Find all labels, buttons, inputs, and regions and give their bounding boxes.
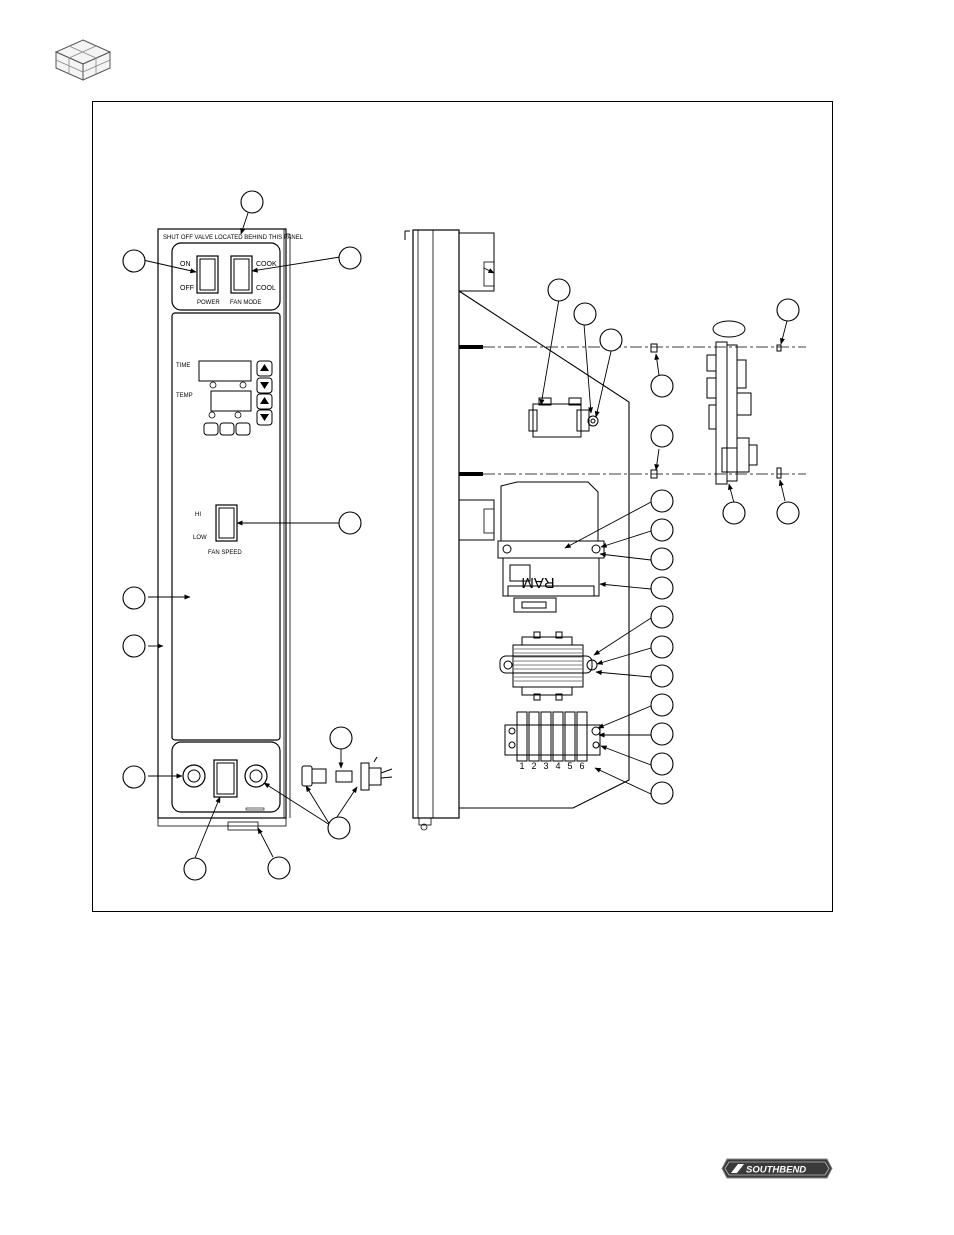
terminal-number-4: 4 bbox=[555, 761, 560, 771]
terminal-number-1: 1 bbox=[519, 761, 524, 771]
callout-bubble bbox=[122, 765, 146, 789]
terminal-number-5: 5 bbox=[567, 761, 572, 771]
callout-bubble bbox=[329, 726, 353, 750]
panel-key-arrows bbox=[260, 364, 269, 421]
callout-bubble bbox=[650, 576, 674, 600]
panel-top-notice: SHUT OFF VALVE LOCATED BEHIND THIS PANEL bbox=[163, 235, 304, 241]
terminal-numbers: 1 2 3 4 5 6 bbox=[519, 761, 584, 771]
callout-bubble bbox=[722, 501, 746, 525]
center-lines bbox=[483, 346, 806, 475]
southbend-brand-logo: SOUTHBEND bbox=[721, 1158, 833, 1179]
ram-label: RAM bbox=[521, 574, 554, 591]
leader-arrows bbox=[142, 212, 788, 859]
terminal-block bbox=[504, 711, 601, 762]
brand-text: SOUTHBEND bbox=[746, 1165, 806, 1176]
callout-bubble bbox=[776, 298, 800, 322]
callout-bubble bbox=[122, 586, 146, 610]
fan-speed-label: FAN SPEED bbox=[208, 550, 242, 556]
transformer bbox=[499, 631, 598, 701]
callout-bubble bbox=[650, 722, 674, 746]
relay-component bbox=[528, 397, 599, 438]
fuse-holder-exploded bbox=[301, 756, 393, 791]
callout-bubble bbox=[122, 249, 146, 273]
callout-bubble bbox=[650, 605, 674, 629]
power-label: POWER bbox=[197, 300, 220, 306]
fan-mode-label: FAN MODE bbox=[230, 300, 261, 306]
power-off-label: OFF bbox=[180, 285, 194, 292]
fan-low-label: LOW bbox=[193, 535, 207, 541]
callout-bubble bbox=[650, 374, 674, 398]
control-board-side bbox=[706, 320, 758, 485]
callout-bubble bbox=[650, 664, 674, 688]
callout-bubble bbox=[547, 278, 571, 302]
callout-bubble bbox=[650, 752, 674, 776]
callout-bubble bbox=[776, 501, 800, 525]
callout-bubble bbox=[338, 511, 362, 535]
terminal-number-6: 6 bbox=[579, 761, 584, 771]
callout-bubble bbox=[267, 856, 291, 880]
header-cube-logo bbox=[54, 39, 112, 81]
callout-bubble bbox=[650, 424, 674, 448]
cool-label: COOL bbox=[256, 285, 276, 292]
callout-bubble bbox=[573, 302, 597, 326]
callout-bubble bbox=[122, 634, 146, 658]
callout-bubble bbox=[338, 246, 362, 270]
mounting-pins bbox=[459, 345, 483, 476]
callout-bubble bbox=[650, 489, 674, 513]
callout-bubble bbox=[327, 816, 351, 840]
fan-hi-label: HI bbox=[195, 512, 201, 518]
terminal-number-3: 3 bbox=[543, 761, 548, 771]
temp-label: TEMP bbox=[176, 393, 193, 399]
side-chassis bbox=[404, 229, 630, 831]
callout-bubble bbox=[650, 635, 674, 659]
callout-bubble bbox=[650, 547, 674, 571]
terminal-number-2: 2 bbox=[531, 761, 536, 771]
callout-bubble bbox=[183, 857, 207, 881]
transformer-windings bbox=[514, 648, 582, 682]
callout-bubble bbox=[650, 781, 674, 805]
ram-ignition-module bbox=[497, 481, 605, 613]
power-on-label: ON bbox=[180, 261, 191, 268]
callout-bubble bbox=[599, 328, 623, 352]
cook-label: COOK bbox=[256, 261, 277, 268]
brand-slash-mark bbox=[731, 1164, 744, 1173]
time-label: TIME bbox=[176, 363, 190, 369]
standoffs bbox=[650, 343, 782, 479]
diagram-frame bbox=[92, 101, 833, 912]
callout-bubble bbox=[240, 190, 264, 214]
callout-bubble bbox=[650, 693, 674, 717]
callout-bubbles bbox=[122, 190, 800, 881]
front-control-panel bbox=[157, 228, 291, 831]
callout-bubble bbox=[650, 518, 674, 542]
